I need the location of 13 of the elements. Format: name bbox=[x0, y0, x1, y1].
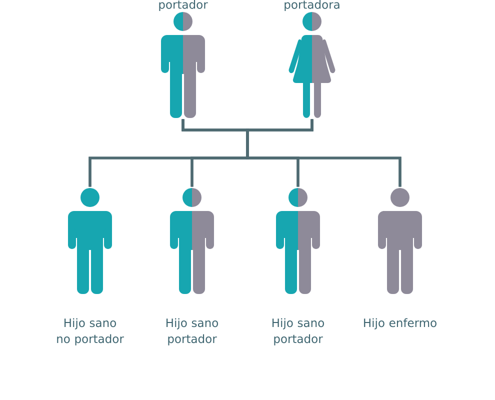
node-label: Hijo sano portador bbox=[272, 318, 324, 346]
person-drawing bbox=[170, 188, 214, 294]
node-label: Hijo sano no portador bbox=[57, 318, 124, 346]
person-drawing bbox=[288, 12, 336, 118]
person-drawing bbox=[68, 188, 112, 294]
node-label: portador bbox=[159, 0, 208, 12]
node-label: Hijo enfermo bbox=[364, 318, 436, 330]
person-drawing bbox=[276, 188, 320, 294]
person-drawing bbox=[378, 188, 422, 294]
person-drawing bbox=[161, 12, 205, 118]
connector-line bbox=[246, 119, 402, 187]
node-label: portadora bbox=[284, 0, 340, 12]
node-label: Hijo sano portador bbox=[166, 318, 218, 346]
